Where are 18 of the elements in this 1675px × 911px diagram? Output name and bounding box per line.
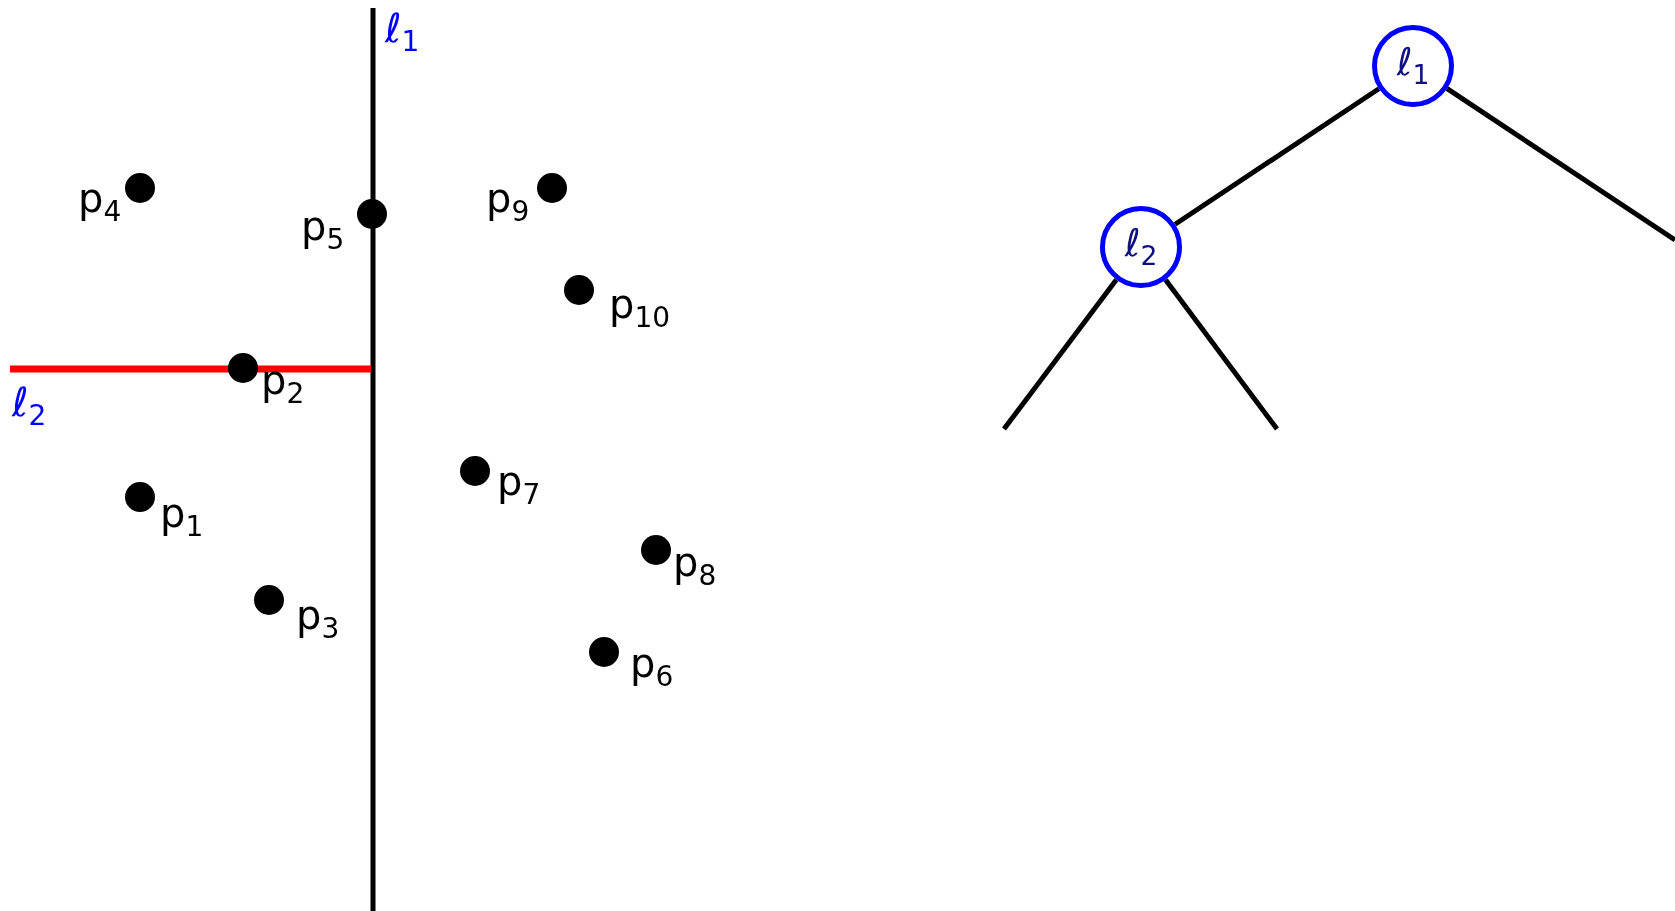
point-label: p$_{2}$ xyxy=(261,360,305,408)
tree-node-circle: ℓ$_{1}$ xyxy=(1372,25,1454,107)
point-label: p$_{10}$ xyxy=(609,284,671,332)
tree-node-circle: ℓ$_{2}$ xyxy=(1100,206,1182,288)
tree-edge xyxy=(1173,86,1381,227)
point-label: p$_{5}$ xyxy=(301,206,345,254)
point-label: p$_{8}$ xyxy=(673,542,717,590)
point-label: p$_{9}$ xyxy=(486,178,530,226)
tree-edge xyxy=(1445,86,1675,243)
point-label: p$_{1}$ xyxy=(160,493,204,541)
point-label: p$_{7}$ xyxy=(497,461,541,509)
point-label: p$_{4}$ xyxy=(78,178,122,226)
point-label: p$_{3}$ xyxy=(296,595,340,643)
tree-edge xyxy=(1002,278,1119,431)
line-label: ℓ$_{1}$ xyxy=(385,8,420,56)
line-label: ℓ$_{2}$ xyxy=(12,382,47,430)
point-label: p$_{6}$ xyxy=(630,643,674,691)
tree-edge xyxy=(1163,278,1279,431)
